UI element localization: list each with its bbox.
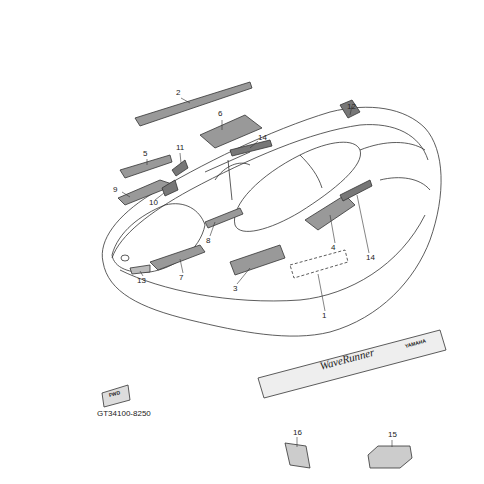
part-code: GT34100-8250 — [97, 410, 151, 418]
decal-1 — [258, 330, 446, 398]
callout-number: 4 — [331, 244, 335, 252]
part-16 — [285, 443, 310, 468]
bow-eye — [121, 255, 129, 261]
callout-number: 14 — [258, 134, 267, 142]
handlebar — [205, 152, 250, 200]
callout-number: 12 — [347, 103, 356, 111]
decal-6 — [200, 115, 262, 148]
callout-number: 16 — [293, 429, 302, 437]
callout-number: 1 — [322, 312, 326, 320]
decal-10 — [162, 180, 178, 196]
fwd-arrow-icon — [102, 385, 130, 407]
decal-8 — [205, 208, 243, 228]
leader-lines — [122, 98, 392, 447]
callout-number: 9 — [113, 186, 117, 194]
callout-number: 11 — [176, 144, 184, 152]
deck-edge — [112, 125, 428, 258]
decal-11 — [172, 160, 188, 176]
callout-number: 8 — [206, 237, 210, 245]
seat-seam — [300, 155, 322, 188]
callout-number: 3 — [233, 285, 237, 293]
decal-14-right — [340, 180, 372, 201]
decal-14 — [230, 140, 272, 156]
callout-number: 13 — [137, 277, 146, 285]
callout-number: 2 — [176, 89, 180, 97]
part-15 — [368, 446, 412, 468]
decal-7 — [150, 245, 205, 270]
decal-3 — [230, 245, 285, 275]
callout-number: 5 — [143, 150, 147, 158]
seat — [234, 142, 360, 231]
callout-number: 15 — [388, 431, 397, 439]
decal-13 — [130, 265, 150, 274]
decal-12 — [340, 100, 360, 118]
decal-1-position — [290, 250, 348, 278]
hull-outline — [102, 107, 441, 336]
hood — [112, 204, 205, 273]
callout-number: 10 — [149, 199, 158, 207]
decal-4 — [305, 195, 355, 230]
callout-number: 7 — [179, 274, 183, 282]
decal-5 — [120, 155, 172, 178]
callout-number: 6 — [218, 110, 222, 118]
gunwale — [120, 215, 425, 301]
callout-number: 14 — [366, 254, 375, 262]
